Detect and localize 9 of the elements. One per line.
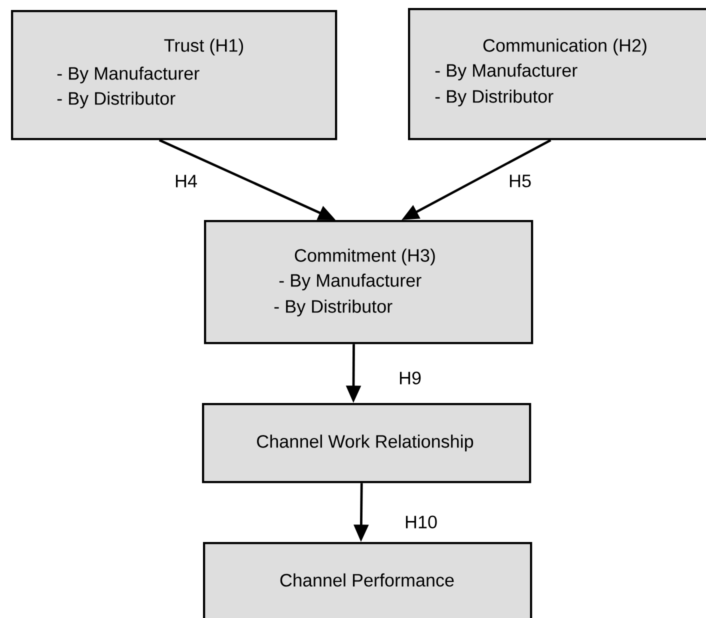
edge-label: H4 — [176, 174, 197, 188]
process-box: Communication (H2) - By Manufacturer - By Distributor — [408, 8, 706, 140]
edge-label: H10 — [406, 516, 437, 528]
edge-label: H5 — [510, 174, 531, 188]
process-box: Trust (H1) - By Manufacturer - By Distributor — [11, 10, 338, 140]
edge-label: H9 — [400, 372, 421, 384]
process-box: Channel Work Relationship — [202, 403, 532, 484]
process-box: Channel Performance — [203, 542, 532, 618]
process-box: Commitment (H3) - By Manufacturer - By Distributor — [204, 220, 534, 344]
